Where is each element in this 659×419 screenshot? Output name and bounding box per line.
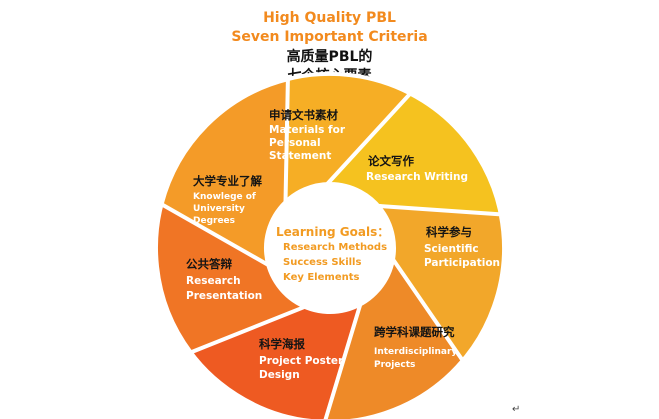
wheel-segments [154, 71, 506, 419]
segment-label-zh-university: 大学专业了解 [193, 174, 262, 188]
segment-label-en-interdisciplinary-2: Projects [374, 360, 415, 370]
segment-label-en-interdisciplinary-1: Interdisciplinary [374, 347, 457, 357]
center-title: Learning Goals： [276, 225, 389, 239]
title-en-line1: High Quality PBL [263, 10, 396, 26]
segment-label-en-university-3: Degrees [193, 216, 235, 226]
segment-label-en-materials-3: Statement [269, 150, 331, 162]
segment-label-en-university-1: Knowlege of [193, 192, 256, 202]
segment-label-en-presentation-1: Research [186, 275, 241, 287]
center-hole [266, 184, 394, 312]
segment-label-zh-presentation: 公共答辩 [186, 257, 232, 271]
segment-label-zh-participation: 科学参与 [426, 225, 472, 239]
title-zh-line1: 高质量PBL的 [286, 49, 373, 65]
segment-label-zh-materials: 申请文书素材 [269, 108, 338, 122]
segment-label-en-poster-2: Design [259, 369, 300, 381]
segment-label-en-participation-1: Scientific [424, 243, 479, 255]
segment-label-zh-interdisciplinary: 跨学科课题研究 [374, 325, 455, 339]
title-en-line2: Seven Important Criteria [231, 29, 428, 45]
center-item-2: Success Skills [283, 257, 361, 268]
segment-label-en-participation-2: Participation [424, 257, 500, 269]
segment-label-en-poster-1: Project Poster [259, 355, 344, 367]
segment-label-zh-poster: 科学海报 [259, 337, 305, 351]
center-item-1: Research Methods [283, 242, 387, 253]
segment-label-en-writing: Research Writing [366, 171, 468, 183]
segment-label-zh-writing: 论文写作 [368, 154, 414, 168]
return-mark: ↵ [512, 404, 521, 415]
segment-label-en-materials-1: Materials for [269, 124, 346, 136]
segment-label-en-presentation-2: Presentation [186, 290, 262, 302]
center-item-3: Key Elements [283, 272, 359, 283]
segment-label-en-materials-2: Personal [269, 137, 321, 149]
segment-label-en-university-2: University [193, 204, 245, 214]
